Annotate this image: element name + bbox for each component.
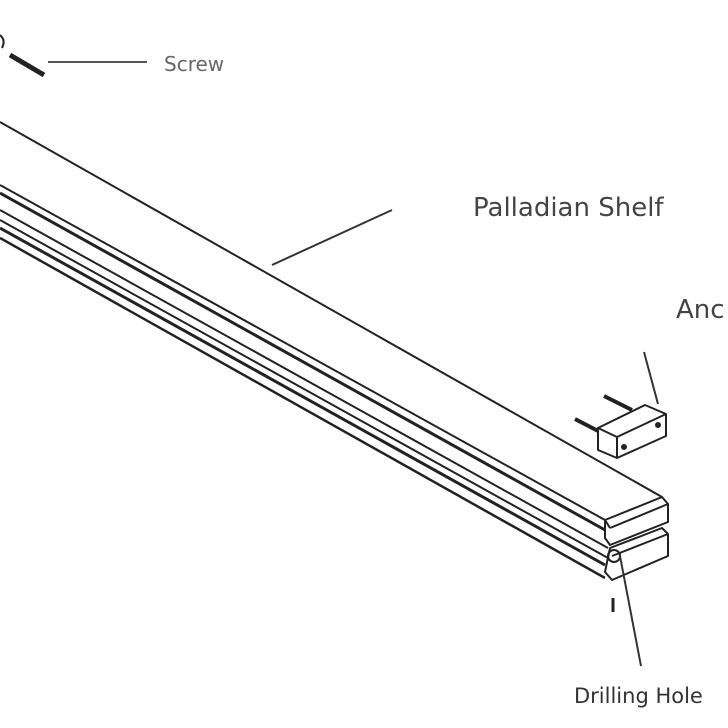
screw-label: Screw	[164, 52, 225, 76]
anchor-label: Anc	[676, 295, 725, 325]
drilling-hole-label: Drilling Hole	[574, 684, 703, 708]
palladian-shelf-label: Palladian Shelf	[473, 193, 664, 223]
screw-illustration	[0, 34, 46, 78]
palladian-shelf	[0, 121, 669, 581]
drilling-hole-leader-line	[619, 555, 642, 667]
anchor-illustration	[574, 394, 667, 459]
shelf-leader-line	[271, 209, 393, 266]
anchor-leader-line	[643, 351, 659, 405]
